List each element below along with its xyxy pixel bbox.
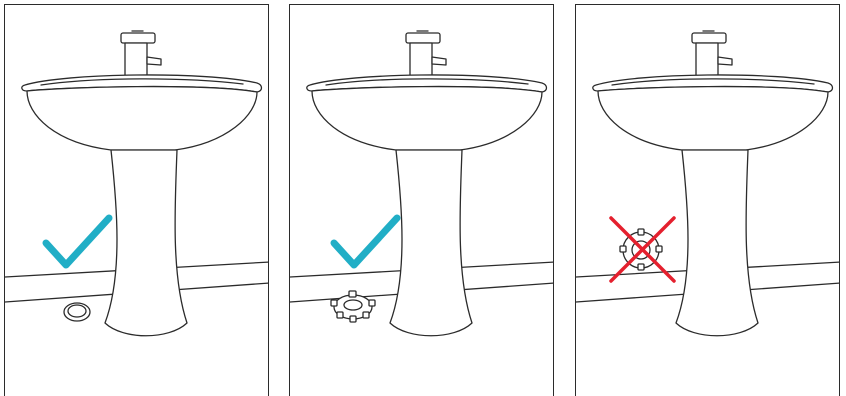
spoked-floor-flange bbox=[331, 291, 375, 322]
panel-3 bbox=[575, 4, 840, 396]
check-mark-icon bbox=[46, 218, 109, 265]
sink-illustration bbox=[290, 5, 554, 396]
panel-1 bbox=[4, 4, 269, 396]
sink-illustration bbox=[576, 5, 840, 396]
sink-illustration bbox=[5, 5, 269, 396]
check-mark-icon bbox=[334, 218, 397, 265]
panel-2 bbox=[289, 4, 554, 396]
